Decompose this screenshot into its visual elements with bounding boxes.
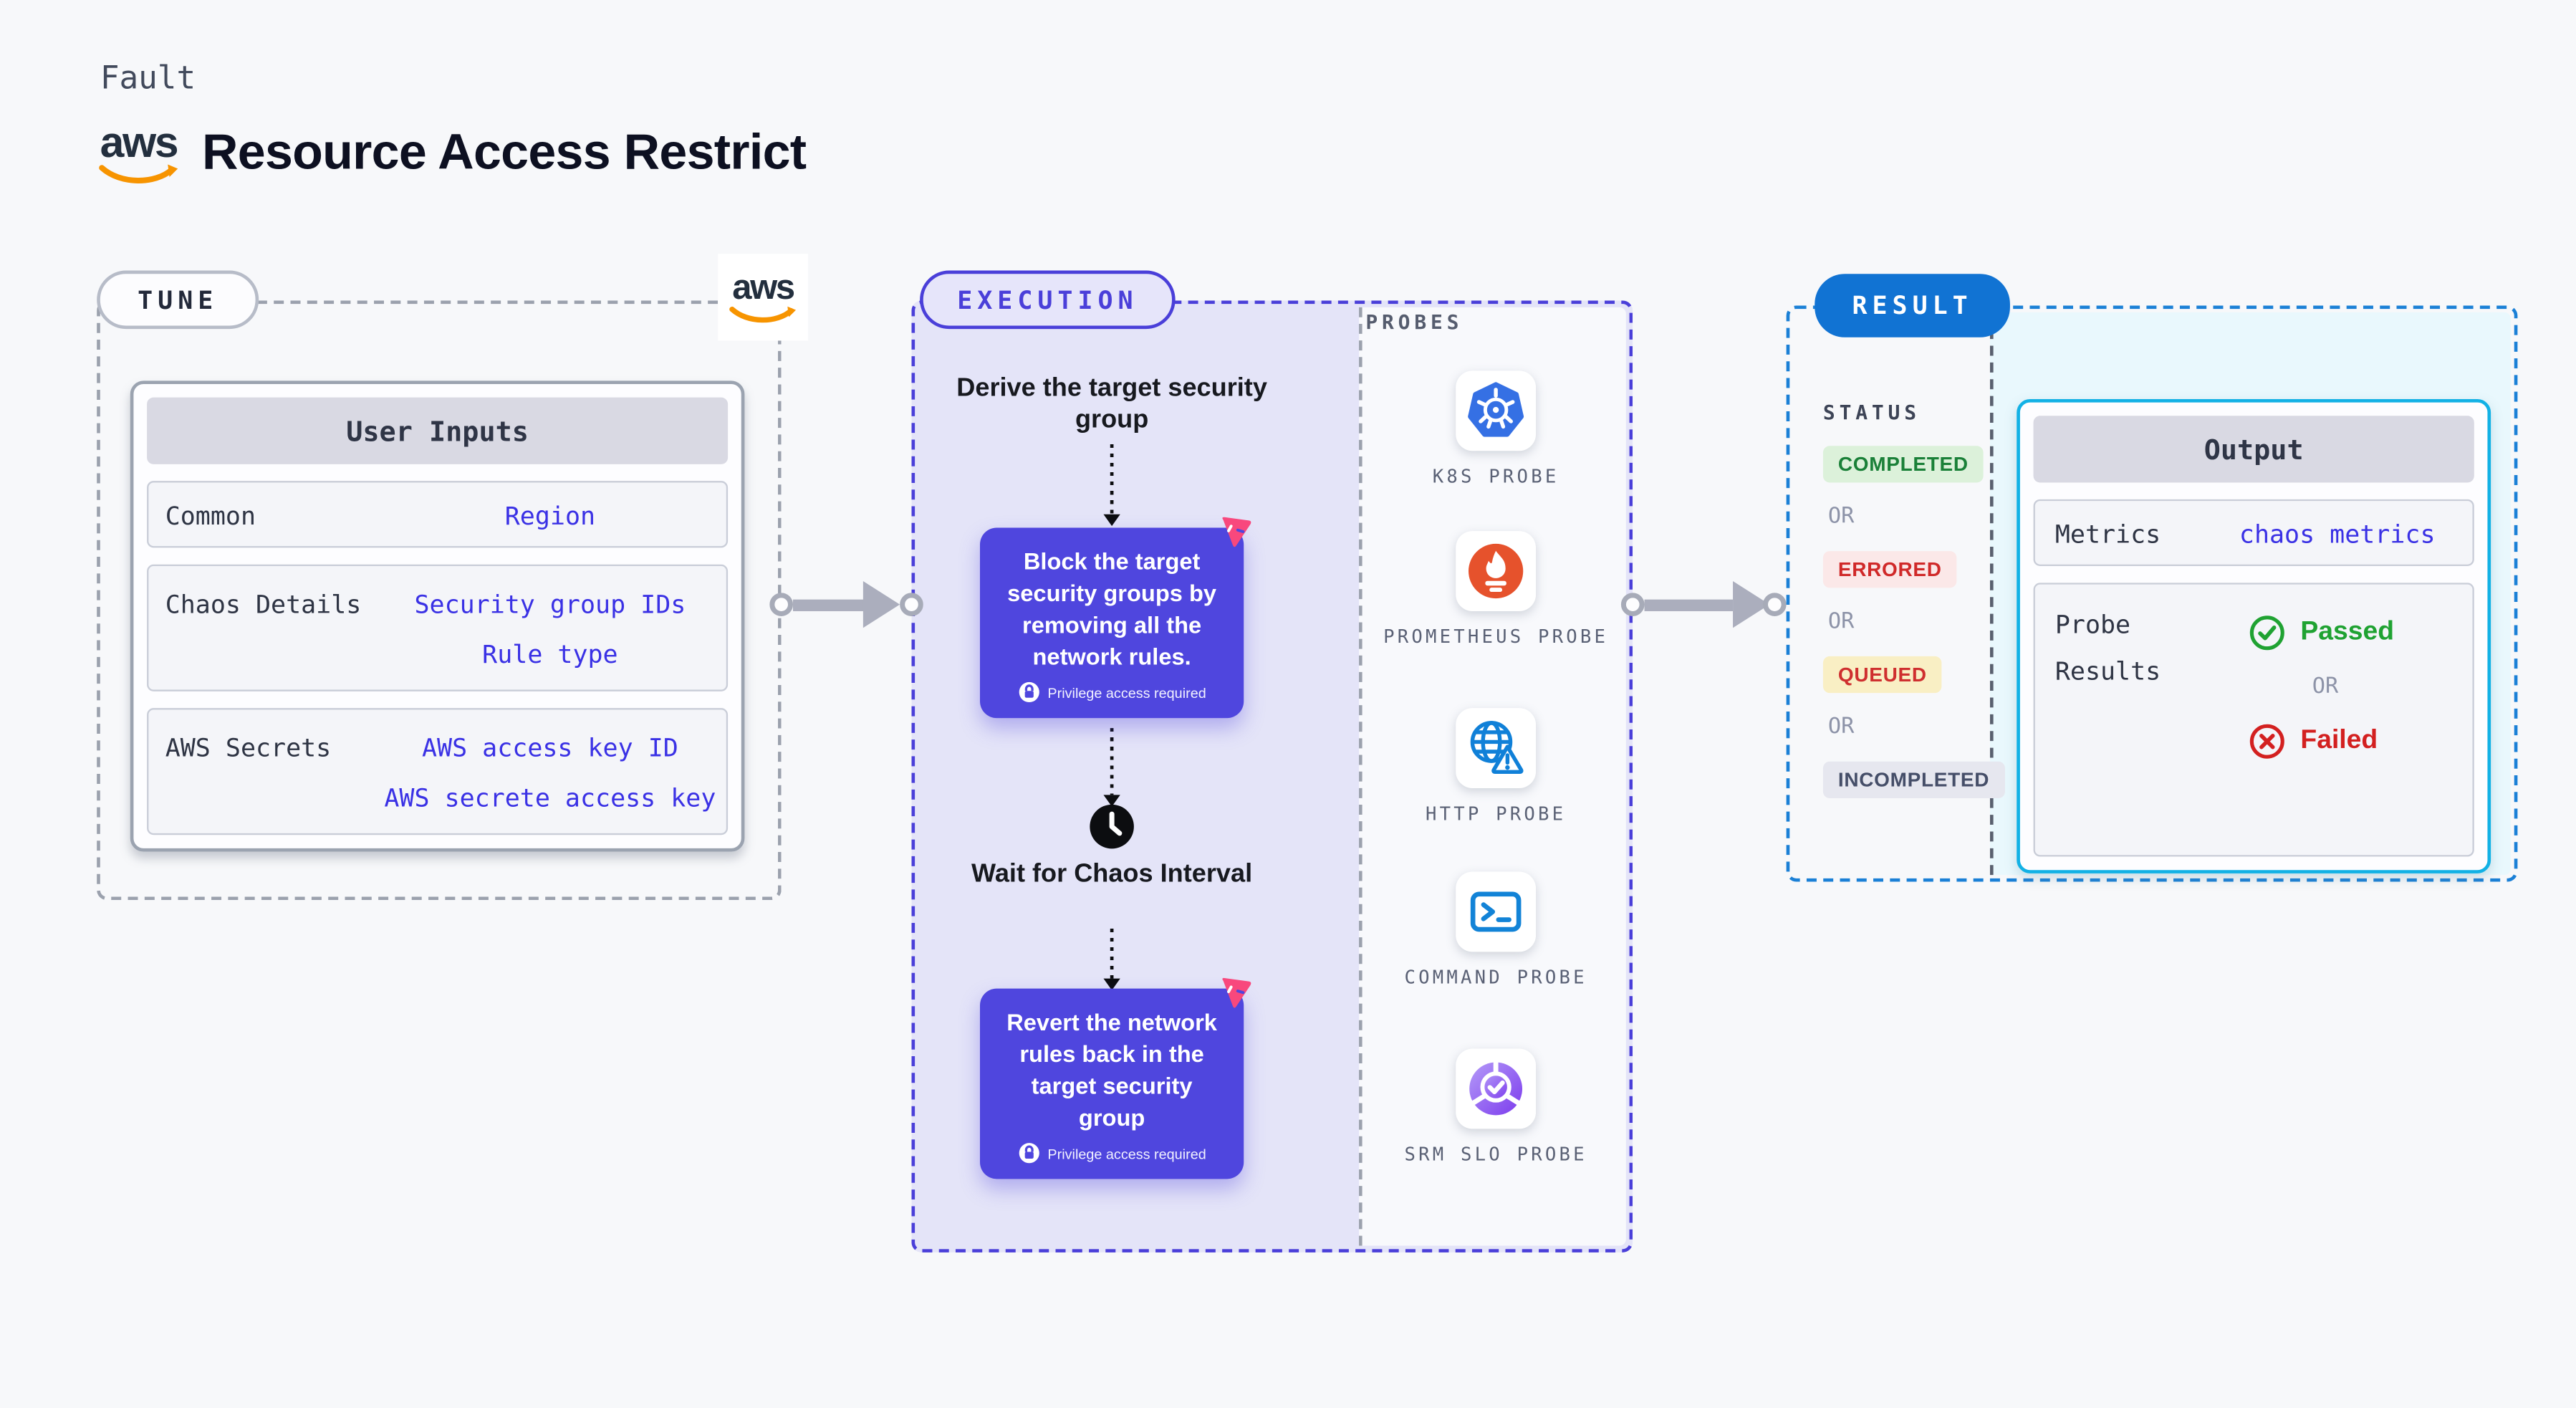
status-badge-incompleted: INCOMPLETED [1822, 761, 2005, 798]
lock-icon [1018, 1143, 1039, 1164]
probe-item-http: HTTP PROBE [1359, 708, 1633, 826]
probe-name: COMMAND PROBE [1404, 967, 1587, 989]
arrow-down-dotted-icon [1110, 728, 1114, 795]
fault-step-card-revert: Revert the network rules back in the tar… [980, 977, 1251, 1179]
lock-icon [1018, 681, 1039, 703]
clock-icon [1088, 803, 1135, 858]
probe-name: SRM SLO PROBE [1404, 1144, 1587, 1166]
aws-logo-icon: aws [97, 120, 181, 187]
derive-step-text: Derive the target security group [956, 374, 1267, 434]
probe-name: K8S PROBE [1432, 466, 1559, 488]
privilege-note: Privilege access required [999, 1142, 1226, 1164]
probe-card [1456, 370, 1537, 451]
status-badge-completed: COMPLETED [1822, 446, 1984, 483]
aws-swoosh-icon [729, 305, 797, 322]
privilege-note: Privilege access required [999, 681, 1226, 703]
probe-name: HTTP PROBE [1425, 803, 1567, 825]
result-separator [1989, 312, 1994, 876]
user-inputs-card: User Inputs Common Region Chaos Details … [130, 380, 745, 852]
http-globe-alert-icon [1470, 721, 1524, 774]
output-value: chaos metrics [2239, 519, 2436, 550]
input-label: AWS Secrets [165, 733, 332, 764]
status-label: STATUS [1822, 401, 1921, 424]
result-pill: RESULT [1815, 274, 2010, 337]
or-label: OR [1827, 504, 1855, 530]
connector-ring [1763, 593, 1787, 616]
page-kicker: Fault [100, 59, 196, 97]
aws-swoosh-icon [99, 164, 178, 183]
probe-card [1456, 708, 1537, 788]
input-row-chaos-details: Chaos Details Security group IDs Rule ty… [147, 564, 729, 691]
arrow-down-dotted-icon [1110, 928, 1114, 979]
output-row-metrics: Metrics chaos metrics [2033, 499, 2474, 567]
kubernetes-icon [1468, 382, 1524, 437]
probe-card [1456, 871, 1537, 952]
or-label: OR [1827, 714, 1855, 740]
probe-name: PROMETHEUS PROBE [1383, 626, 1609, 648]
arrow-down-dotted-icon [1103, 795, 1120, 807]
input-value: AWS secrete access key [384, 783, 716, 813]
probe-result-passed: Passed [2249, 615, 2394, 651]
tune-pill: TUNE [97, 270, 259, 330]
prometheus-icon [1468, 543, 1524, 599]
input-label: Chaos Details [165, 589, 362, 620]
arrow-right-icon [792, 598, 865, 610]
fault-step-card-block: Block the target security groups by remo… [980, 517, 1251, 719]
status-badge-errored: ERRORED [1822, 551, 1957, 588]
slo-donut-check-icon [1469, 1061, 1523, 1116]
wait-step-text: Wait for Chaos Interval [971, 860, 1253, 889]
arrow-right-icon [862, 581, 900, 628]
or-label: OR [1827, 609, 1855, 635]
output-label: Metrics [2054, 519, 2161, 550]
check-circle-icon [2249, 616, 2284, 651]
aws-corner-logo: aws [718, 254, 808, 341]
chaos-knot-icon [1222, 517, 1251, 547]
output-card: Output Metrics chaos metrics Probe Resul… [2017, 398, 2491, 873]
arrow-down-dotted-icon [1103, 978, 1120, 990]
fault-step-text: Block the target security groups by remo… [1007, 547, 1217, 670]
aws-logo-icon: aws [728, 269, 798, 325]
input-value: Security group IDs [414, 589, 686, 620]
probes-label: PROBES [1365, 310, 1464, 335]
probe-item-srm-slo: SRM SLO PROBE [1359, 1048, 1633, 1167]
or-label: OR [2312, 674, 2339, 700]
probe-result-failed: Failed [2249, 723, 2378, 760]
arrow-down-dotted-icon [1103, 514, 1120, 527]
output-label: Probe Results [2054, 609, 2161, 686]
input-value: Region [504, 501, 596, 532]
status-column: STATUS COMPLETED OR ERRORED OR QUEUED OR… [1822, 401, 2007, 798]
input-row-aws-secrets: AWS Secrets AWS access key ID AWS secret… [147, 708, 729, 835]
terminal-icon [1470, 891, 1522, 932]
arrow-down-dotted-icon [1110, 444, 1114, 514]
user-inputs-header: User Inputs [147, 397, 729, 464]
probe-item-command: COMMAND PROBE [1359, 871, 1633, 990]
page-title: Resource Access Restrict [201, 125, 807, 181]
connector-ring [769, 593, 793, 616]
probe-card [1456, 1048, 1537, 1129]
chaos-knot-icon [1222, 977, 1251, 1008]
output-row-probe-results: Probe Results Passed OR Failed [2033, 583, 2474, 857]
output-header: Output [2033, 416, 2474, 483]
input-value: Rule type [482, 639, 618, 670]
input-value: AWS access key ID [421, 733, 678, 764]
status-badge-queued: QUEUED [1822, 656, 1942, 694]
input-row-common: Common Region [147, 481, 729, 548]
input-label: Common [165, 501, 256, 532]
page-header: aws Resource Access Restrict [97, 120, 807, 187]
x-circle-icon [2249, 724, 2284, 759]
arrow-right-icon [1644, 598, 1734, 610]
fault-step-text: Revert the network rules back in the tar… [1006, 1008, 1217, 1131]
probe-item-prometheus: PROMETHEUS PROBE [1359, 531, 1633, 649]
connector-ring [900, 593, 923, 616]
connector-ring [1620, 593, 1645, 616]
probe-item-k8s: K8S PROBE [1359, 370, 1633, 489]
execution-pill: EXECUTION [920, 270, 1176, 330]
probe-card [1456, 531, 1537, 611]
